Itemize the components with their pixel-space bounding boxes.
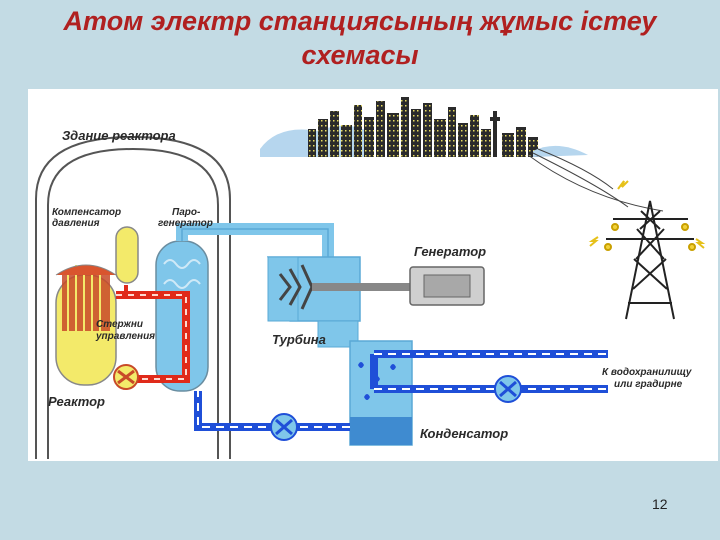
feedwater-loop bbox=[194, 391, 350, 431]
cooling-water-loop bbox=[370, 350, 608, 393]
title-line-2: схемасы bbox=[301, 40, 419, 70]
label-generator: Генератор bbox=[414, 244, 487, 259]
generator-icon bbox=[409, 266, 485, 306]
diagram-drawing bbox=[35, 97, 706, 459]
label-control-rods-2: управления bbox=[96, 331, 156, 342]
feedwater-pump-icon bbox=[270, 413, 298, 441]
pressure-compensator bbox=[115, 226, 139, 295]
page-number: 12 bbox=[652, 496, 668, 512]
turbine-icon bbox=[266, 256, 410, 322]
label-to-reservoir-1: К водохранилищу bbox=[602, 367, 692, 378]
label-condenser: Конденсатор bbox=[420, 426, 509, 441]
title-line-1: Атом электр станциясының жұмыс істеу bbox=[63, 6, 657, 36]
label-reactor: Реактор bbox=[48, 394, 105, 409]
power-lines bbox=[527, 148, 664, 212]
transmission-tower-icon bbox=[588, 180, 706, 320]
city-skyline-icon bbox=[260, 97, 588, 157]
condenser-icon bbox=[349, 340, 413, 446]
reactor-vessel bbox=[55, 264, 117, 386]
label-control-rods-1: Стержни bbox=[96, 319, 144, 330]
label-pressure-compensator-2: давления bbox=[52, 218, 100, 229]
label-steam-generator-2: генератор bbox=[158, 218, 213, 229]
label-pressure-compensator-1: Компенсатор bbox=[52, 207, 122, 218]
primary-hot-loop bbox=[116, 291, 190, 383]
reactor-building bbox=[35, 135, 231, 459]
label-steam-generator-1: Паро- bbox=[172, 207, 201, 218]
primary-pump-icon bbox=[113, 364, 139, 390]
cooling-pump-icon bbox=[494, 375, 522, 403]
steam-pipe bbox=[176, 223, 334, 257]
label-turbine: Турбина bbox=[272, 332, 326, 347]
nuclear-plant-diagram: Здание реактора Компенсатор давления Пар… bbox=[28, 89, 718, 461]
label-reactor-building: Здание реактора bbox=[62, 128, 176, 143]
slide-title: Атом электр станциясының жұмыс істеу схе… bbox=[0, 4, 720, 72]
label-to-reservoir-2: или градирне bbox=[614, 379, 683, 390]
